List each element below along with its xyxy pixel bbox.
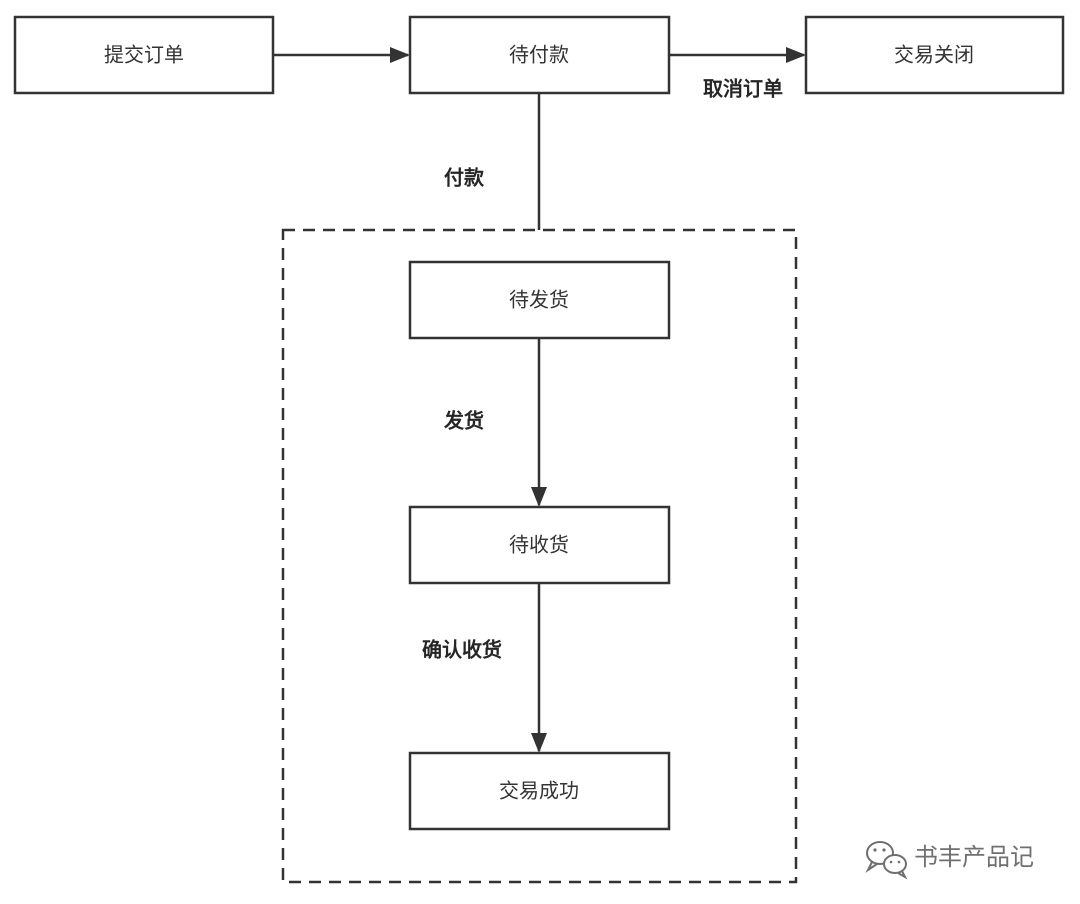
- node-pending-shipment: 待发货: [408, 260, 671, 340]
- node-trade-closed: 交易关闭: [804, 15, 1065, 95]
- node-trade-closed-label: 交易关闭: [894, 43, 974, 67]
- node-submit-order: 提交订单: [13, 15, 275, 95]
- edge-label-cancel-order: 取消订单: [703, 77, 783, 101]
- post-payment-group: [281, 228, 798, 884]
- wechat-icon: [865, 841, 908, 880]
- watermark: 书丰产品记: [865, 841, 1034, 880]
- node-pending-payment: 待付款: [408, 15, 671, 95]
- node-pending-payment-label: 待付款: [509, 43, 569, 67]
- edge-label-pay: 付款: [444, 166, 485, 190]
- node-submit-order-label: 提交订单: [104, 43, 184, 67]
- node-pending-receipt: 待收货: [408, 505, 671, 585]
- edge-label-ship: 发货: [443, 409, 484, 433]
- node-pending-shipment-label: 待发货: [509, 288, 569, 312]
- node-trade-success-label: 交易成功: [499, 779, 579, 803]
- watermark-text: 书丰产品记: [914, 843, 1034, 871]
- node-trade-success: 交易成功: [408, 751, 671, 831]
- edge-label-confirm-receipt: 确认收货: [422, 638, 502, 662]
- node-pending-receipt-label: 待收货: [509, 533, 569, 557]
